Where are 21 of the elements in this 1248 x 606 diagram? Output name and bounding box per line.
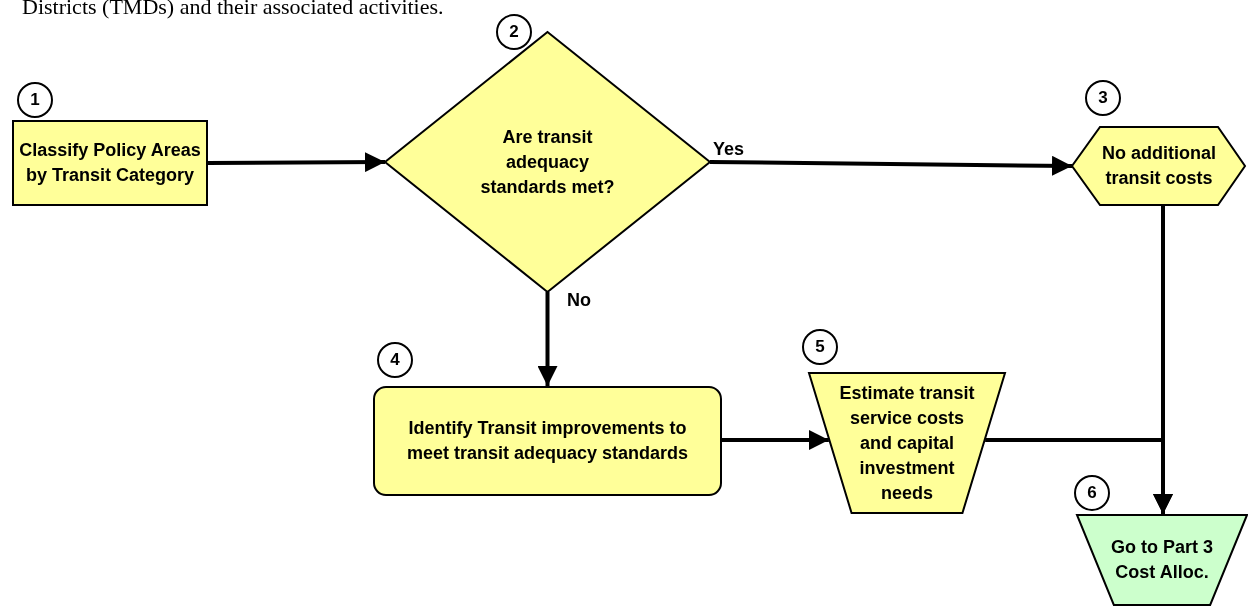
node-label: No additional transit costs (1101, 142, 1217, 190)
callout-number: 1 (17, 82, 53, 118)
arrow (722, 430, 829, 450)
callout-number: 4 (377, 342, 413, 378)
callout-number: 6 (1074, 475, 1110, 511)
arrow (208, 152, 385, 173)
node-label: Go to Part 3 Cost Alloc. (1110, 536, 1214, 584)
node-label: Identify Transit improvements to meet transit adequacy standards (405, 417, 690, 465)
arrow (709, 155, 1073, 176)
node-label: Are transit adequacy standards met? (479, 125, 616, 199)
callout-number: 5 (802, 329, 838, 365)
node-label: Estimate transit service costs and capital investment needs (838, 381, 976, 505)
trapezoid-box (808, 372, 1006, 514)
callout-number: 2 (496, 14, 532, 50)
trapezoid-box (1076, 514, 1248, 606)
hexagon-box (1072, 126, 1246, 206)
callout-number: 3 (1085, 80, 1121, 116)
node-label: Classify Policy Areas by Transit Category (18, 139, 202, 187)
process-box (373, 386, 722, 496)
arrow (537, 292, 558, 386)
process-box (12, 120, 208, 206)
